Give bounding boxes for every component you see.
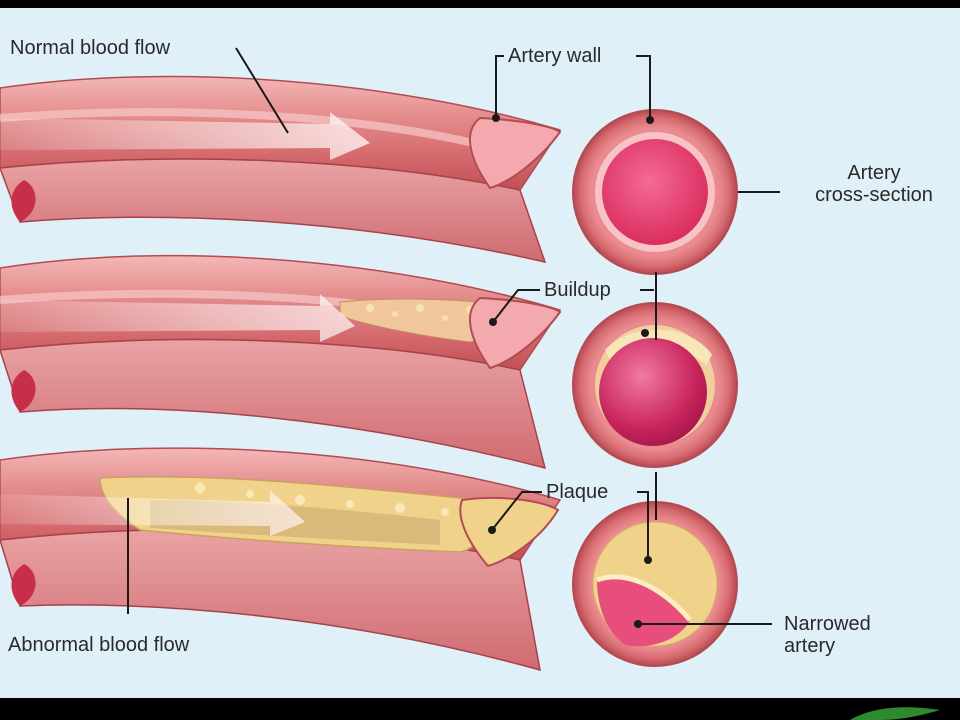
label-narrowed-artery-line1: Narrowed — [784, 613, 871, 635]
top-frame — [0, 0, 960, 8]
label-artery-cross-section-line1: Artery — [847, 162, 901, 184]
callout-dots — [488, 114, 654, 628]
label-plaque: Plaque — [546, 481, 609, 503]
label-artery-cross-section: Artery cross-section — [790, 162, 958, 206]
artery-buildup — [0, 254, 562, 470]
normal-flow-arrow — [0, 112, 370, 160]
label-buildup: Buildup — [544, 279, 611, 301]
label-narrowed-artery: Narrowed artery — [784, 613, 871, 657]
cross-section-normal — [572, 109, 738, 275]
artery-normal — [0, 75, 562, 264]
abnormal-flow-arrow — [0, 490, 305, 536]
bottom-frame — [0, 698, 960, 720]
callout-lines — [127, 47, 780, 625]
leaf-decoration — [850, 707, 940, 720]
label-artery-cross-section-line2: cross-section — [815, 184, 933, 206]
cross-section-buildup — [572, 302, 738, 468]
buildup-flow-arrow — [0, 294, 355, 342]
label-narrowed-artery-line2: artery — [784, 635, 836, 657]
label-normal-blood-flow: Normal blood flow — [10, 37, 171, 59]
cross-section-plaque — [572, 501, 738, 667]
artery-plaque — [0, 447, 562, 672]
label-abnormal-blood-flow: Abnormal blood flow — [8, 634, 190, 656]
label-artery-wall: Artery wall — [508, 45, 602, 67]
